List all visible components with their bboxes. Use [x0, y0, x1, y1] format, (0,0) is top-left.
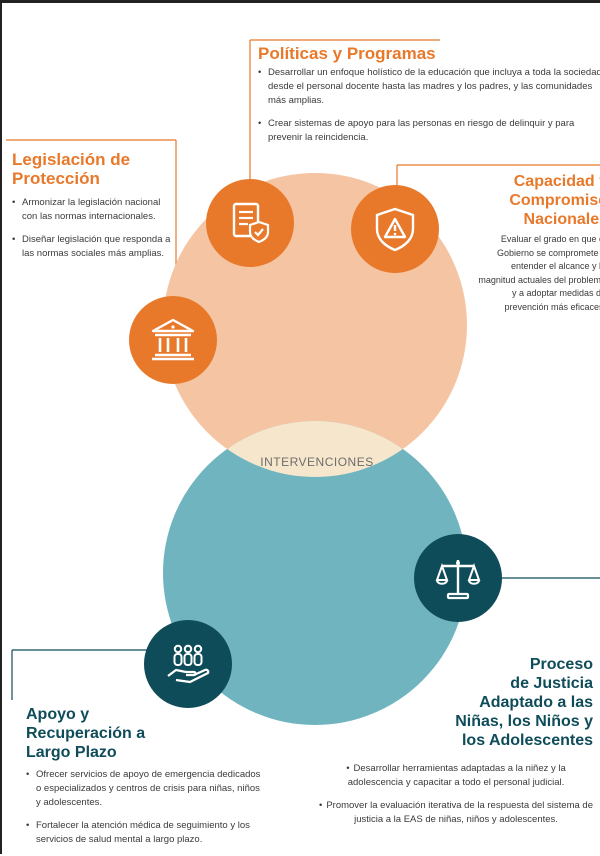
- list-item: Desarrollar un enfoque holístico de la e…: [258, 66, 600, 108]
- politicas-title: Políticas y Programas: [258, 44, 436, 63]
- list-item: Crear sistemas de apoyo para las persona…: [258, 117, 600, 145]
- list-item: Promover la evaluación iterativa de la r…: [318, 799, 594, 827]
- politicas-icon-circle: [206, 179, 294, 267]
- list-item: Desarrollar herramientas adaptadas a la …: [318, 762, 594, 790]
- justicia-list: Desarrollar herramientas adaptadas a la …: [318, 762, 594, 836]
- teal-circle: [163, 421, 467, 725]
- list-item: Diseñar legislación que responda a las n…: [12, 233, 172, 261]
- page-left-border: [0, 0, 2, 854]
- scales-icon: [435, 560, 481, 600]
- people-hand-icon: [167, 644, 210, 684]
- capacidad-title: Capacidad y Compromiso Nacionales: [509, 173, 600, 228]
- list-item: Armonizar la legislación nacional con la…: [12, 196, 172, 224]
- capacidad-description: Evaluar el grado en que el Gobierno se c…: [478, 234, 600, 312]
- list-item: Fortalecer la atención médica de seguimi…: [26, 819, 261, 847]
- page-top-border: [0, 0, 600, 3]
- intervenciones-label: INTERVENCIONES: [260, 455, 374, 469]
- politicas-list: Desarrollar un enfoque holístico de la e…: [258, 66, 600, 154]
- legislacion-icon-circle: [129, 296, 217, 384]
- document-shield-icon: [232, 202, 270, 244]
- list-item: Ofrecer servicios de apoyo de emergencia…: [26, 768, 261, 810]
- apoyo-title: Apoyo y Recuperación a Largo Plazo: [26, 706, 146, 761]
- justicia-title: Proceso de Justicia Adaptado a las Niñas…: [455, 656, 593, 749]
- warning-shield-icon: [375, 207, 415, 252]
- courthouse-icon: [151, 318, 195, 361]
- apoyo-list: Ofrecer servicios de apoyo de emergencia…: [26, 768, 261, 856]
- legislacion-list: Armonizar la legislación nacional con la…: [12, 196, 172, 270]
- legislacion-title: Legislación de Protección: [12, 150, 131, 188]
